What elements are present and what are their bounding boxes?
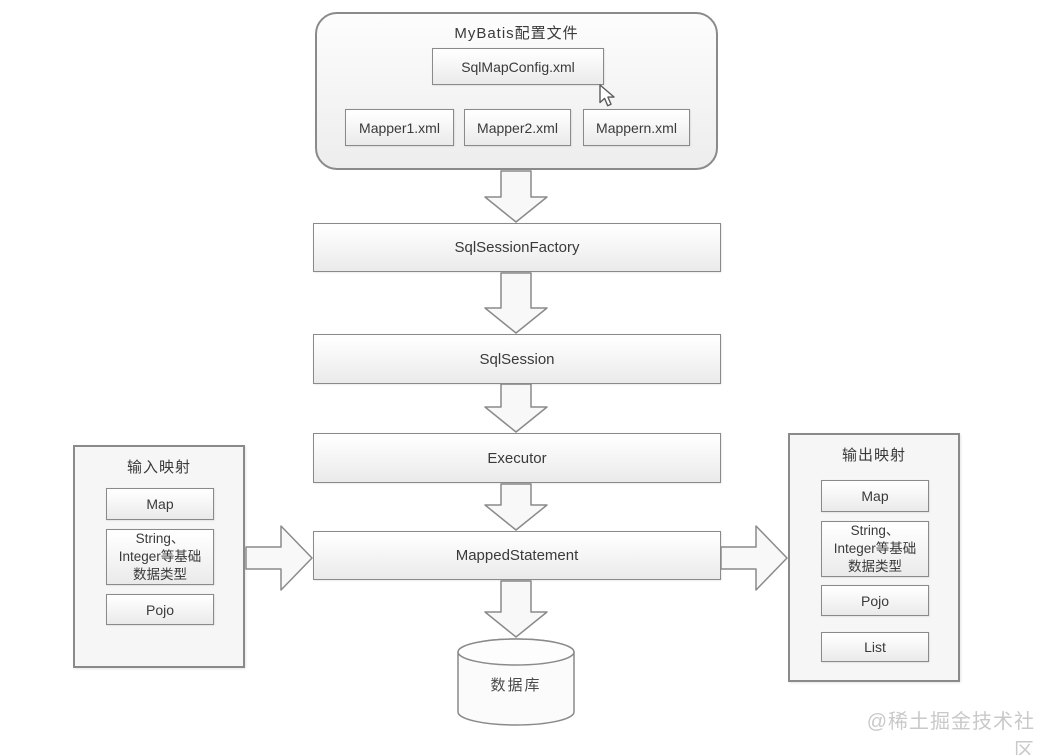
arrow-down-1 [484,170,548,223]
output-item-basic-types: String、 Integer等基础 数据类型 [821,521,929,577]
flow-node-sqlsessionfactory: SqlSessionFactory [313,223,721,272]
node-sqlmapconfig-xml: SqlMapConfig.xml [432,48,604,85]
node-mapper2-xml: Mapper2.xml [464,109,571,146]
output-mapping-title: 输出映射 [841,447,906,464]
output-item-list: List [821,632,929,662]
arrow-right-input [245,525,313,591]
database-label: 数据库 [490,677,542,694]
arrow-down-3 [484,383,548,433]
output-mapping-panel: 输出映射 Map String、 Integer等基础 数据类型 Pojo Li… [788,433,960,682]
input-item-basic-types: String、 Integer等基础 数据类型 [106,529,214,585]
input-mapping-panel: 输入映射 Map String、 Integer等基础 数据类型 Pojo [73,445,245,668]
config-files-group: MyBatis配置文件 SqlMapConfig.xml Mapper1.xml… [315,12,718,170]
arrow-down-2 [484,272,548,334]
watermark-text: @稀土掘金技术社区 [866,711,1035,755]
input-mapping-title: 输入映射 [126,459,191,476]
flow-node-executor: Executor [313,433,721,483]
output-item-map: Map [821,480,929,512]
node-mapper1-xml: Mapper1.xml [345,109,454,146]
mouse-cursor-icon [599,84,615,107]
input-item-map: Map [106,488,214,520]
input-item-pojo: Pojo [106,594,214,625]
database-cylinder [457,638,575,726]
arrow-down-5 [484,580,548,638]
output-item-pojo: Pojo [821,585,929,616]
flow-node-mappedstatement: MappedStatement [313,531,721,580]
arrow-right-output [720,525,788,591]
arrow-down-4 [484,483,548,531]
config-group-title: MyBatis配置文件 [454,25,579,42]
node-mappern-xml: Mappern.xml [583,109,690,146]
flow-node-sqlsession: SqlSession [313,334,721,384]
